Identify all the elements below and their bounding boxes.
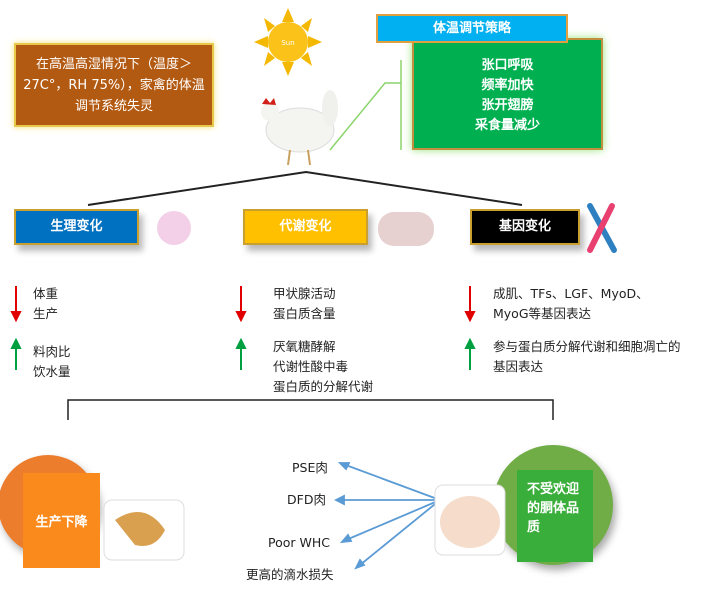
genetic-decrease: 成肌、TFs、LGF、MyoD、MyoG等基因表达 (493, 286, 649, 321)
quality-item: 更高的滴水损失 (246, 567, 334, 582)
category-genetic: 基因变化 (470, 209, 580, 245)
category-physiological: 生理变化 (14, 209, 139, 245)
production-decline-label: 生产下降 (23, 473, 100, 568)
quality-item: DFD肉 (287, 492, 326, 507)
carcass-quality-label: 不受欢迎的胴体品质 (517, 470, 593, 562)
quality-arrows (333, 462, 441, 570)
metabolic-increase: 厌氧糖酵解代谢性酸中毒蛋白质的分解代谢 (273, 339, 374, 394)
change-arrows (10, 286, 476, 370)
strategy-item: 张口呼吸 (481, 58, 534, 73)
quality-item: Poor WHC (268, 535, 330, 550)
strategy-item: 采食量减少 (474, 118, 540, 133)
genetic-increase: 参与蛋白质分解代谢和细胞凋亡的基因表达 (493, 339, 681, 374)
strategy-item: 频率加快 (481, 78, 534, 93)
chicken-icon (261, 90, 338, 166)
increase-arrow-icon (10, 337, 476, 370)
category-metabolic: 代谢变化 (243, 209, 368, 245)
sun-icon: Sun (254, 8, 322, 76)
metabolic-decrease: 甲状腺活动蛋白质含量 (273, 286, 336, 321)
strategy-list: 张口呼吸 频率加快 张开翅膀 采食量减少 (412, 38, 603, 150)
svg-text:Sun: Sun (281, 39, 294, 47)
muscle-tissue-icon (378, 212, 434, 246)
decrease-arrow-icon (10, 286, 476, 323)
strategy-title: 体温调节策略 (376, 14, 568, 43)
physio-increase: 料肉比饮水量 (33, 344, 71, 379)
physio-decrease: 体重生产 (33, 286, 59, 321)
condition-box: 在高温高湿情况下（温度＞27C°，RH 75%），家禽的体温调节系统失灵 (14, 43, 214, 127)
sick-chicken-icon (157, 211, 191, 245)
strategy-item: 张开翅膀 (481, 98, 534, 113)
quality-item: PSE肉 (292, 460, 328, 475)
chromosome-icon (587, 203, 617, 253)
